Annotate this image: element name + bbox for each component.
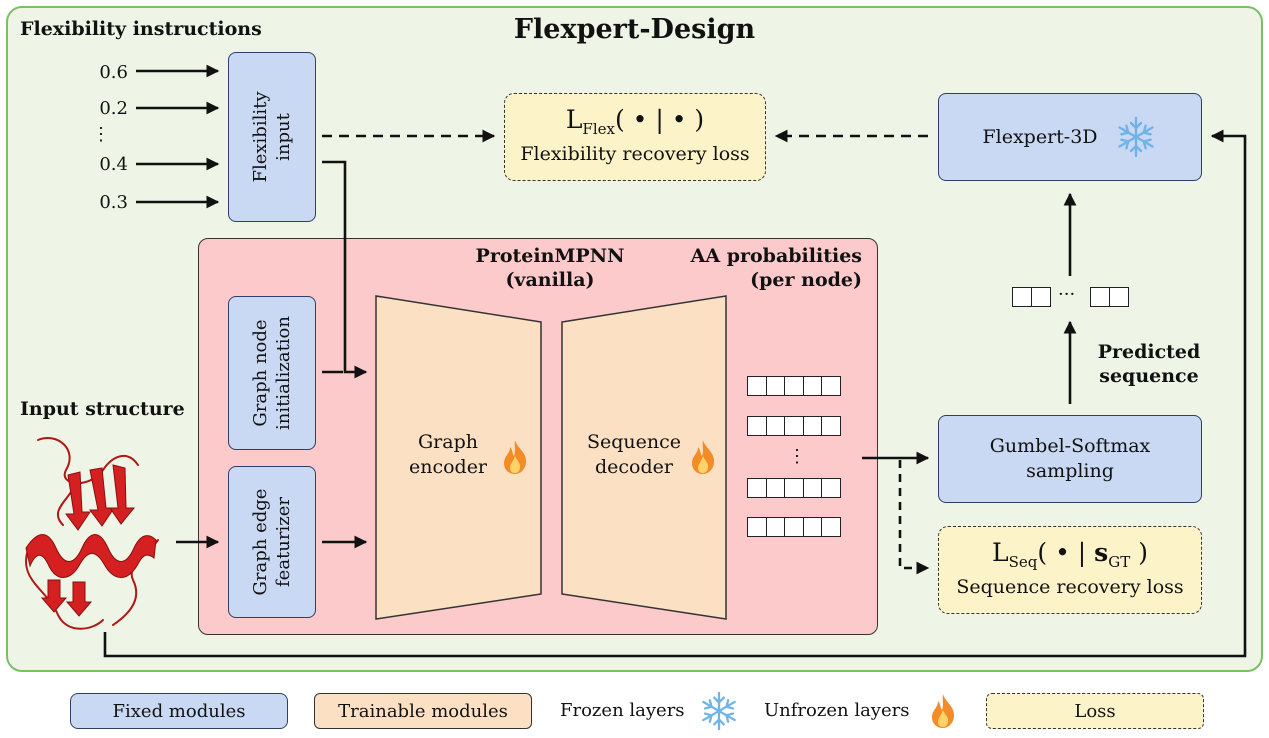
- sequence-decoder-label: Sequence decoder: [586, 431, 682, 478]
- aa-prob-row: [747, 478, 841, 498]
- flex-value-3: 0.4: [99, 154, 128, 175]
- flexibility-loss-box: LFlex( • | • ) Flexibility recovery loss: [504, 93, 766, 181]
- aa-prob-row: [747, 376, 841, 396]
- flex-value-ellipsis: ⋮: [92, 124, 110, 145]
- flex-value-2: 0.2: [99, 98, 128, 119]
- graph-encoder-shape: [375, 295, 542, 620]
- sequence-token-right: [1090, 287, 1129, 307]
- legend-fixed-modules: Fixed modules: [70, 693, 288, 729]
- legend-loss: Loss: [986, 693, 1204, 729]
- flexpert-3d-box: Flexpert-3D: [938, 93, 1202, 181]
- flex-value-4: 0.3: [99, 192, 128, 213]
- proteinmpnn-label: ProteinMPNN (vanilla): [475, 245, 625, 291]
- sequence-ellipsis: ···: [1058, 284, 1076, 305]
- aa-prob-ellipsis: ⋮: [788, 446, 806, 467]
- aa-probabilities-label: AA probabilities (per node): [690, 245, 862, 291]
- protein-structure-icon: [25, 437, 159, 630]
- flex-value-1: 0.6: [99, 62, 128, 83]
- sequence-token-left: [1012, 287, 1051, 307]
- gumbel-softmax-box: Gumbel-Softmax sampling: [938, 415, 1202, 503]
- aa-prob-row: [747, 517, 841, 537]
- flexibility-loss-caption: Flexibility recovery loss: [520, 143, 750, 165]
- graph-encoder-label: Graph encoder: [408, 431, 488, 478]
- input-structure-label: Input structure: [20, 398, 185, 420]
- aa-prob-row: [747, 416, 841, 436]
- legend-frozen-layers: Frozen layers: [560, 700, 685, 721]
- flexpert-3d-label: Flexpert-3D: [982, 126, 1098, 148]
- flame-icon: [932, 694, 955, 728]
- legend-trainable-modules: Trainable modules: [314, 693, 532, 729]
- legend-unfrozen-layers: Unfrozen layers: [764, 700, 910, 721]
- flexibility-loss-formula: LFlex( • | • ): [565, 105, 705, 138]
- sequence-loss-formula: LSeq( • | sGT ): [992, 538, 1148, 571]
- flame-icon: [504, 440, 527, 474]
- snowflake-icon: [702, 691, 736, 731]
- predicted-sequence-label: Predicted sequence: [1097, 341, 1201, 387]
- sequence-loss-caption: Sequence recovery loss: [956, 576, 1184, 598]
- graph-node-init-box: Graph node initialization: [228, 296, 316, 450]
- sequence-decoder-shape: [561, 295, 727, 620]
- snowflake-icon: [1117, 116, 1154, 158]
- flame-icon: [692, 440, 715, 474]
- sequence-loss-box: LSeq( • | sGT ) Sequence recovery loss: [938, 526, 1202, 614]
- graph-edge-featurizer-box: Graph edge featurizer: [228, 466, 316, 618]
- flexibility-input-box: Flexibility input: [228, 52, 316, 222]
- flexibility-instructions-label: Flexibility instructions: [20, 18, 262, 40]
- diagram-title: Flexpert-Design: [513, 14, 756, 45]
